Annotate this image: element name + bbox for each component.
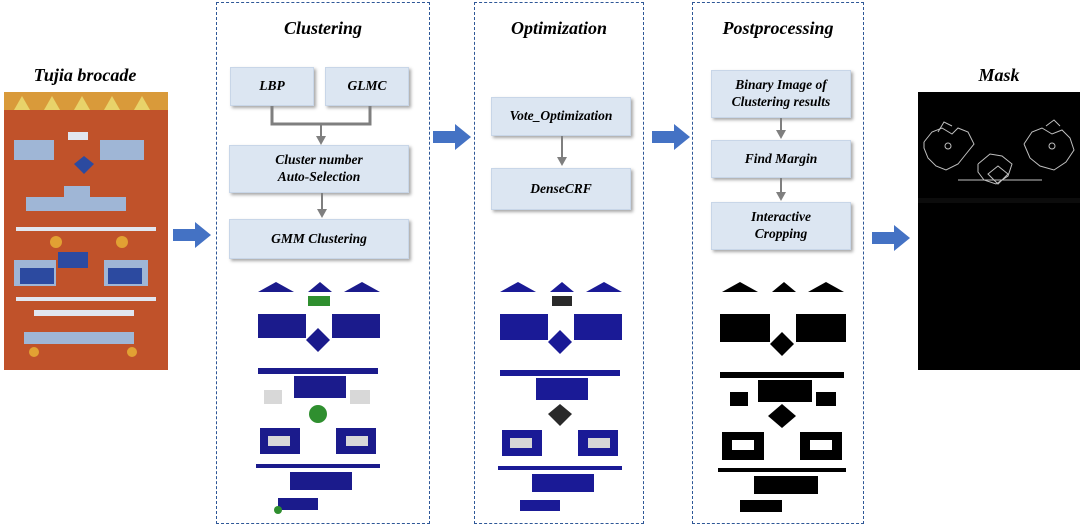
postprocessing-panel: [692, 2, 864, 524]
densecrf-box: DenseCRF: [491, 168, 631, 210]
binary-to-margin-arrow: [776, 118, 786, 139]
find-margin-box: Find Margin: [711, 140, 851, 178]
postprocessing-title: Postprocessing: [722, 18, 834, 38]
flow-arrow-4: [872, 225, 910, 251]
glmc-box: GLMC: [325, 67, 409, 106]
mask-image: [918, 92, 1080, 370]
lbp-box: LBP: [230, 67, 314, 106]
interactive-line1: Interactive: [751, 209, 811, 225]
input-title: Tujia brocade: [33, 65, 137, 85]
interactive-line2: Cropping: [754, 226, 808, 241]
gmm-clustering-box: GMM Clustering: [229, 219, 409, 259]
output-title: Mask: [978, 65, 1020, 85]
optimization-result-image: [492, 280, 628, 515]
binary-line1: Binary Image of: [735, 77, 827, 93]
flow-arrow-1: [173, 222, 211, 248]
auto-select-to-gmm-arrow: [317, 193, 327, 218]
auto-select-line2: Auto-Selection: [277, 169, 361, 184]
flow-arrow-2: [433, 124, 471, 150]
vote-optimization-box: Vote_Optimization: [491, 97, 631, 136]
binary-line2: Clustering results: [731, 94, 831, 109]
clustering-title: Clustering: [283, 18, 363, 38]
flow-arrow-3: [652, 124, 690, 150]
margin-to-cropping-arrow: [776, 178, 786, 201]
clustering-panel: [216, 2, 430, 524]
auto-select-line1: Cluster number: [275, 152, 363, 168]
merge-connector: [270, 106, 372, 145]
optimization-panel: [474, 2, 644, 524]
tujia-brocade-image: [4, 92, 168, 370]
cluster-number-auto-selection-box: Cluster number Auto-Selection: [229, 145, 409, 193]
vote-to-densecrf-arrow: [557, 136, 567, 166]
interactive-cropping-box: Interactive Cropping: [711, 202, 851, 250]
optimization-title: Optimization: [510, 18, 608, 38]
binary-image-box: Binary Image of Clustering results: [711, 70, 851, 118]
postprocessing-result-image: [712, 280, 852, 515]
clustering-result-image: [250, 280, 386, 515]
